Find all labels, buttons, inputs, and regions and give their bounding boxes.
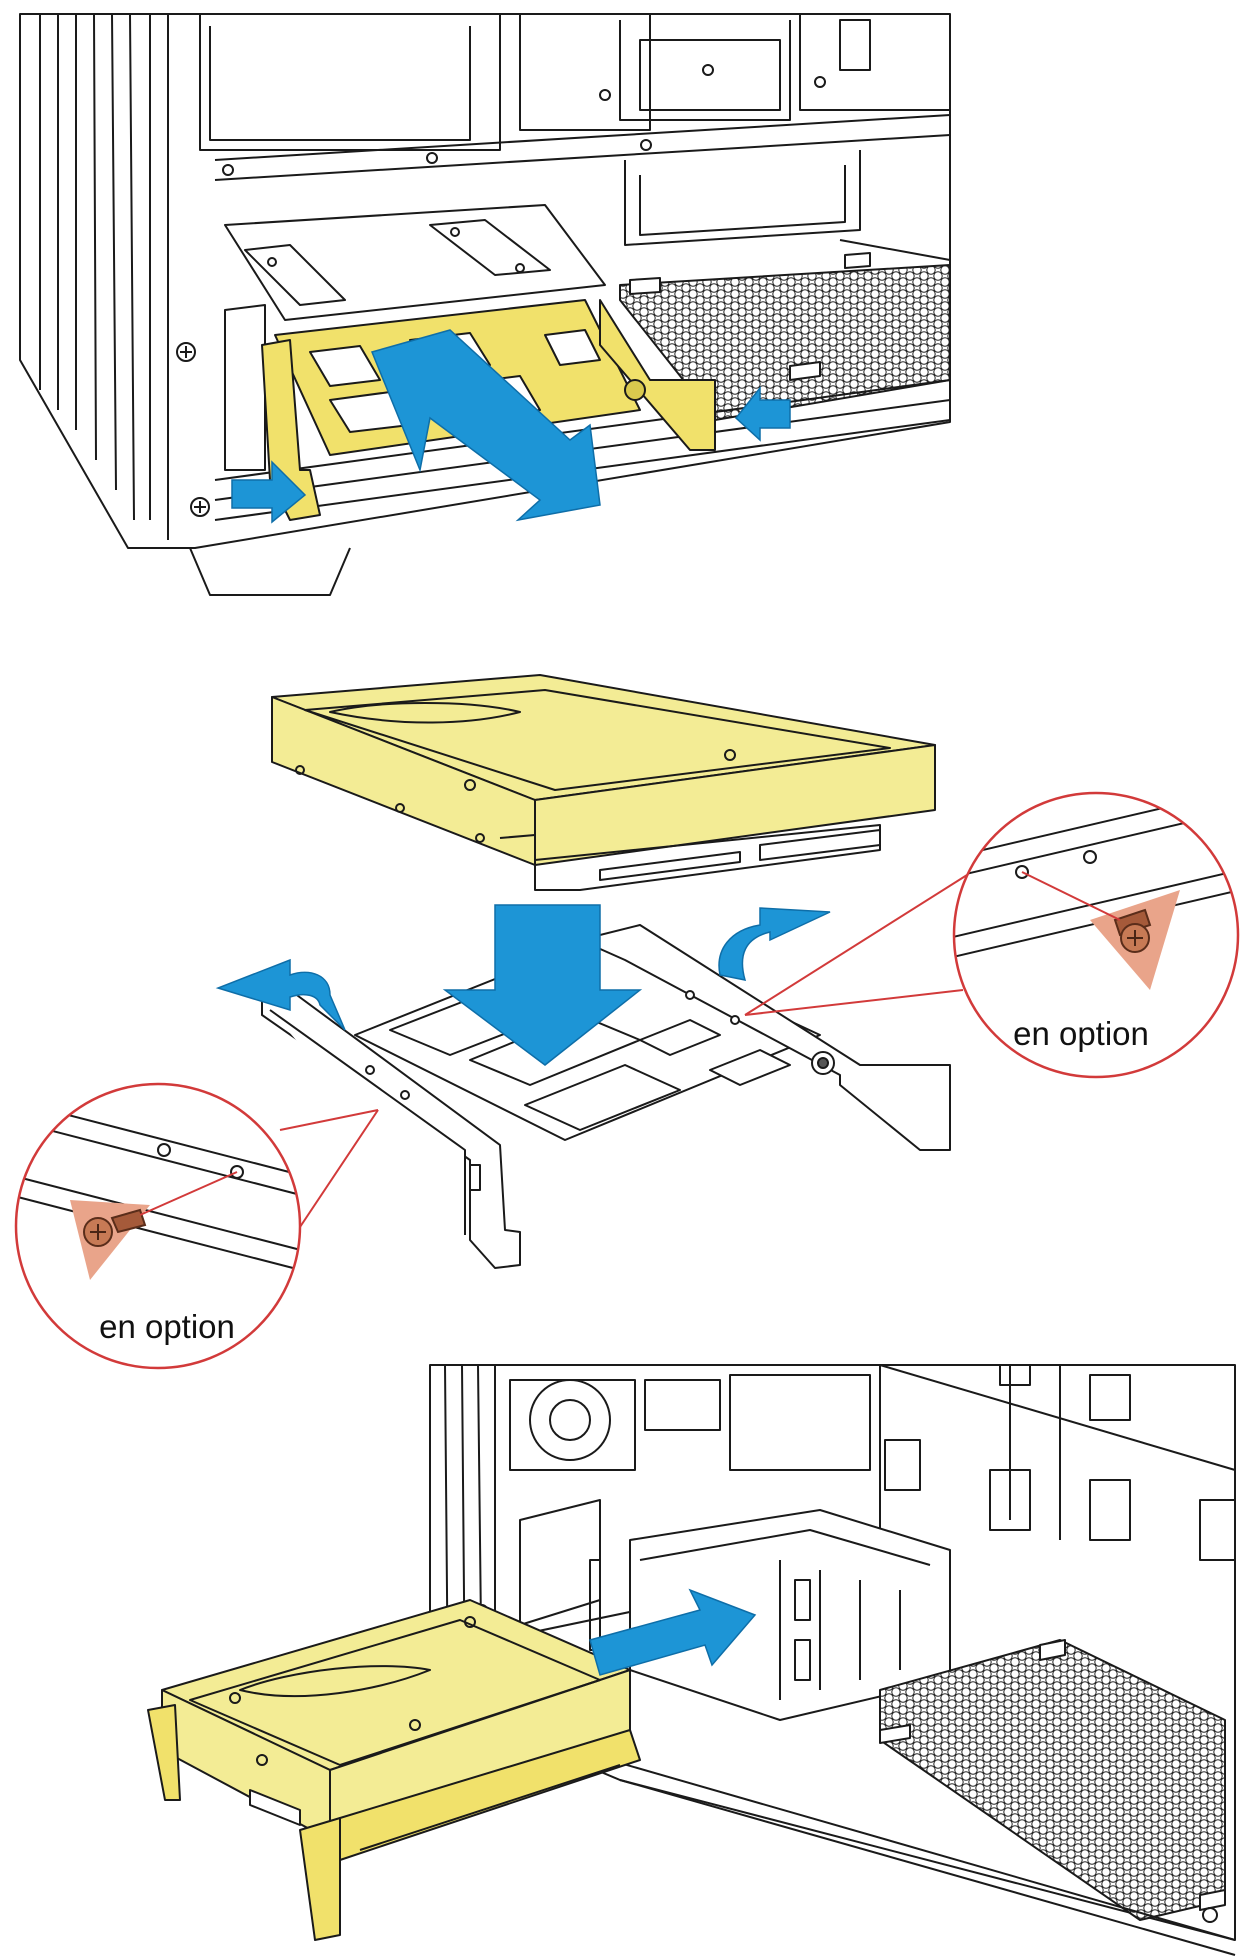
panel-insert-tray: [429, 1364, 1236, 1956]
hard-drive: [271, 674, 936, 891]
callout-label-right: en option: [1013, 1015, 1149, 1052]
callout-optional-screw-left: en option: [14, 1082, 302, 1370]
callout-optional-screw-right: en option: [952, 791, 1240, 1079]
hard-drive-in-tray: [147, 1599, 641, 1941]
callout-label-left: en option: [99, 1308, 235, 1345]
blue-direction-arrow: [589, 1588, 757, 1676]
blue-direction-arrow: [215, 904, 831, 1066]
drive-tray: [261, 924, 951, 1269]
panel-remove-tray: [19, 13, 951, 596]
blue-direction-arrow: [231, 329, 791, 524]
